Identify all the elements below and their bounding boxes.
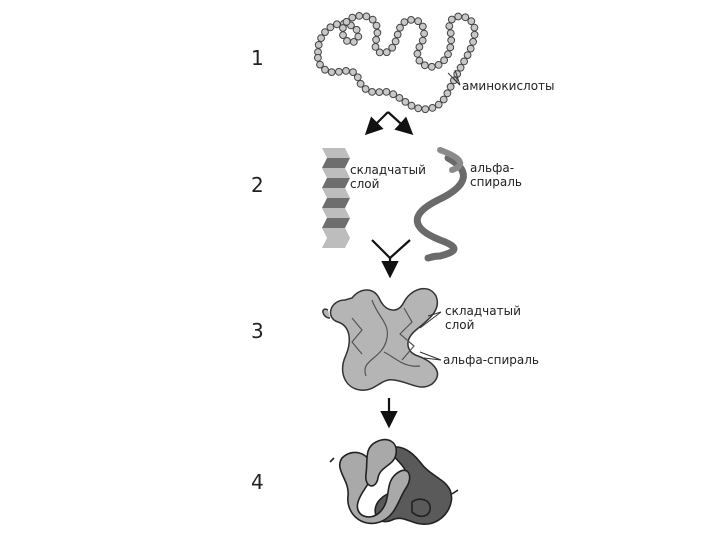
amino-acid-bead bbox=[421, 30, 428, 37]
amino-acid-bead bbox=[468, 18, 475, 25]
amino-acid-bead bbox=[470, 38, 477, 45]
amino-acid-bead bbox=[421, 62, 428, 69]
amino-acid-bead bbox=[414, 50, 421, 57]
amino-acid-bead bbox=[447, 44, 454, 51]
quaternary-complex-icon bbox=[330, 440, 458, 525]
amino-acid-bead bbox=[448, 37, 455, 44]
amino-acid-bead bbox=[457, 64, 464, 71]
amino-acid-bead bbox=[374, 29, 381, 36]
amino-acid-bead bbox=[394, 31, 401, 38]
amino-acid-bead bbox=[317, 61, 324, 68]
amino-acid-bead bbox=[350, 39, 357, 46]
amino-acid-bead bbox=[402, 99, 409, 106]
amino-acid-bead bbox=[336, 68, 343, 75]
amino-acid-bead bbox=[396, 95, 403, 102]
amino-acid-bead bbox=[461, 58, 468, 65]
amino-acid-bead bbox=[363, 13, 370, 20]
amino-acid-bead bbox=[447, 30, 454, 37]
amino-acid-bead bbox=[408, 102, 415, 109]
amino-acid-bead bbox=[343, 68, 350, 75]
amino-acid-bead bbox=[471, 24, 478, 31]
amino-acid-bead bbox=[383, 89, 390, 96]
amino-acid-bead bbox=[429, 105, 436, 112]
amino-acid-bead bbox=[340, 32, 347, 39]
amino-acid-bead bbox=[447, 83, 454, 90]
amino-acid-bead bbox=[350, 69, 357, 76]
alpha-helix-label-stage2: альфа- спираль bbox=[470, 161, 522, 190]
amino-acid-bead bbox=[373, 36, 380, 43]
amino-acid-bead bbox=[392, 38, 399, 45]
amino-acid-bead bbox=[446, 23, 453, 30]
amino-acid-bead bbox=[422, 106, 429, 113]
amino-acid-bead bbox=[444, 90, 451, 97]
amino-acid-bead bbox=[445, 51, 452, 58]
amino-acid-bead bbox=[376, 49, 383, 56]
amino-acid-bead bbox=[455, 13, 462, 20]
amino-acid-bead bbox=[315, 54, 322, 61]
split-arrows-icon bbox=[368, 112, 410, 132]
amino-acid-bead bbox=[328, 69, 335, 76]
amino-acid-bead bbox=[369, 89, 376, 96]
amino-acid-bead bbox=[315, 42, 322, 49]
amino-acid-bead bbox=[467, 45, 474, 52]
amino-acid-bead bbox=[419, 23, 426, 30]
beta-sheet-icon bbox=[322, 148, 350, 248]
amino-acid-bead bbox=[318, 35, 325, 42]
amino-acid-bead bbox=[428, 63, 435, 70]
amino-acid-bead bbox=[390, 91, 397, 98]
amino-acid-bead bbox=[471, 31, 478, 38]
amino-acid-bead bbox=[408, 17, 415, 24]
amino-acid-bead bbox=[451, 77, 458, 84]
amino-acid-bead bbox=[435, 101, 442, 108]
amino-acids-label: аминокислоты bbox=[462, 79, 555, 93]
amino-acid-bead bbox=[462, 14, 469, 21]
amino-acid-bead bbox=[401, 19, 408, 26]
pleated-sheet-label-stage2: складчатый слой bbox=[350, 163, 426, 192]
amino-acid-bead bbox=[415, 105, 422, 112]
pleated-sheet-label-stage3: складчатый слой bbox=[445, 304, 521, 333]
amino-acid-bead bbox=[441, 57, 448, 64]
amino-acid-bead bbox=[389, 44, 396, 51]
amino-acid-bead bbox=[419, 37, 426, 44]
tertiary-fold-icon bbox=[323, 289, 438, 391]
merge-arrow-icon bbox=[372, 240, 410, 274]
amino-acid-bead bbox=[340, 25, 347, 32]
amino-acid-bead bbox=[356, 13, 363, 20]
amino-acid-chain-icon bbox=[315, 13, 479, 113]
amino-acid-bead bbox=[373, 22, 380, 29]
amino-acid-bead bbox=[416, 44, 423, 51]
alpha-helix-label-stage3: альфа-спираль bbox=[443, 353, 539, 367]
amino-acid-bead bbox=[349, 14, 356, 21]
amino-acid-bead bbox=[448, 16, 455, 23]
amino-acid-bead bbox=[357, 80, 364, 87]
amino-acid-bead bbox=[376, 89, 383, 96]
amino-acid-bead bbox=[327, 24, 334, 31]
amino-acid-bead bbox=[464, 52, 471, 59]
amino-acid-bead bbox=[353, 26, 360, 33]
